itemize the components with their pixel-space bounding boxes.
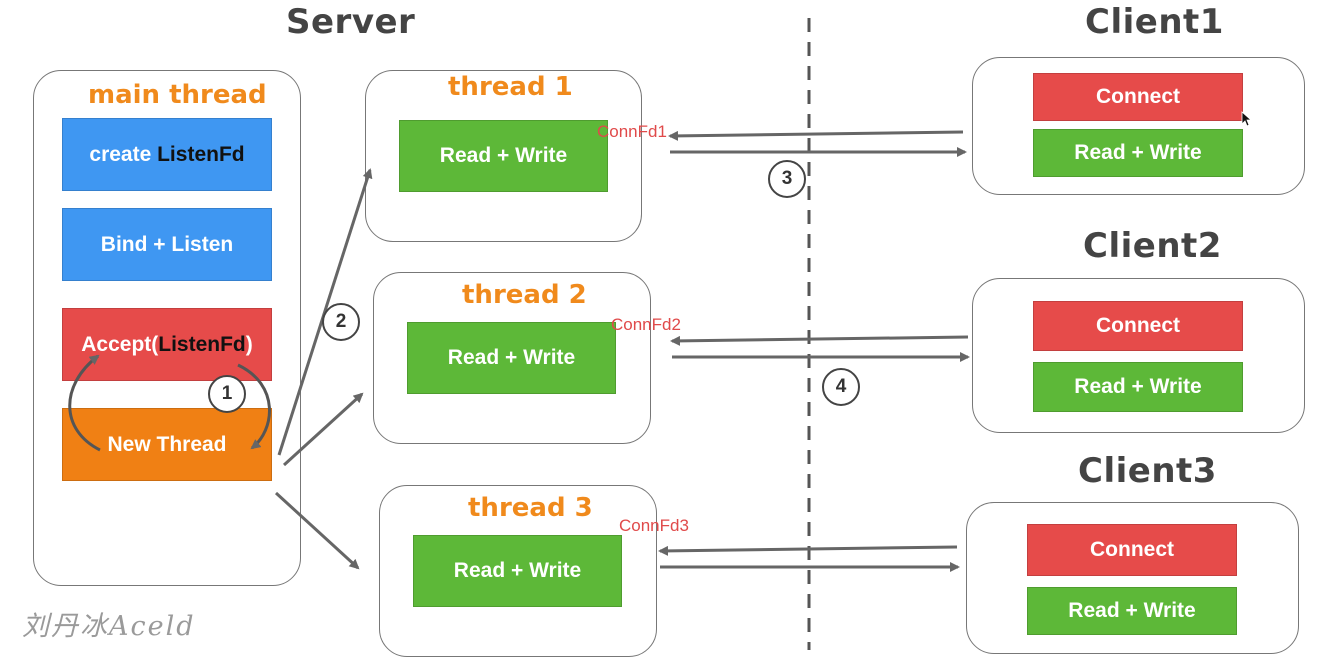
client-1-read-write-box: Read + Write bbox=[1033, 129, 1243, 177]
step-1-marker: 1 bbox=[208, 375, 246, 413]
spawn-arrow-thread-2 bbox=[282, 392, 364, 467]
watermark: 刘丹冰Aceld bbox=[22, 611, 196, 642]
client-1-connect-box: Connect bbox=[1033, 73, 1243, 121]
accept-suffix: ) bbox=[245, 332, 253, 356]
thread-2-title: thread 2 bbox=[462, 280, 587, 310]
accept-box: Accept(ListenFd) bbox=[62, 308, 272, 381]
connfd1-label: ConnFd1 bbox=[597, 122, 667, 141]
server-title: Server bbox=[286, 2, 416, 42]
bind-listen-box: Bind + Listen bbox=[62, 208, 272, 281]
client-2-connect-box: Connect bbox=[1033, 301, 1243, 351]
thread-3-title: thread 3 bbox=[468, 493, 593, 523]
thread-2-read-write-box: Read + Write bbox=[407, 322, 616, 394]
client-2-read-write-box: Read + Write bbox=[1033, 362, 1243, 412]
thread-3-read-write-box: Read + Write bbox=[413, 535, 622, 607]
client1-title: Client1 bbox=[1085, 2, 1224, 42]
thread-1-read-write-box: Read + Write bbox=[399, 120, 608, 192]
accept-prefix: Accept( bbox=[81, 332, 159, 356]
connfd2-label: ConnFd2 bbox=[611, 315, 681, 334]
mouse-cursor-icon bbox=[1241, 111, 1253, 127]
create-listenfd-box: create ListenFd bbox=[62, 118, 272, 191]
client2-to-thread2-arrow bbox=[670, 335, 969, 346]
client1-to-thread1-arrow bbox=[668, 130, 964, 141]
step-2-marker: 2 bbox=[322, 303, 360, 341]
create-listenfd-label: ListenFd bbox=[157, 142, 245, 166]
loop-arrow-down bbox=[237, 363, 271, 450]
create-label: create bbox=[89, 142, 158, 166]
connfd3-label: ConnFd3 bbox=[619, 516, 689, 535]
step-4-marker: 4 bbox=[822, 368, 860, 406]
loop-arrow-up bbox=[68, 354, 101, 452]
thread-1-title: thread 1 bbox=[448, 72, 573, 102]
client3-title: Client3 bbox=[1078, 451, 1217, 491]
client-3-connect-box: Connect bbox=[1027, 524, 1237, 576]
accept-listenfd-label: ListenFd bbox=[158, 332, 246, 356]
client3-to-thread3-arrow bbox=[658, 545, 958, 556]
step-3-marker: 3 bbox=[768, 160, 806, 198]
new-thread-box: New Thread bbox=[62, 408, 272, 481]
client-3-read-write-box: Read + Write bbox=[1027, 587, 1237, 635]
spawn-arrow-thread-3 bbox=[274, 491, 360, 570]
main-thread-title: main thread bbox=[88, 80, 267, 110]
client2-title: Client2 bbox=[1083, 226, 1222, 266]
